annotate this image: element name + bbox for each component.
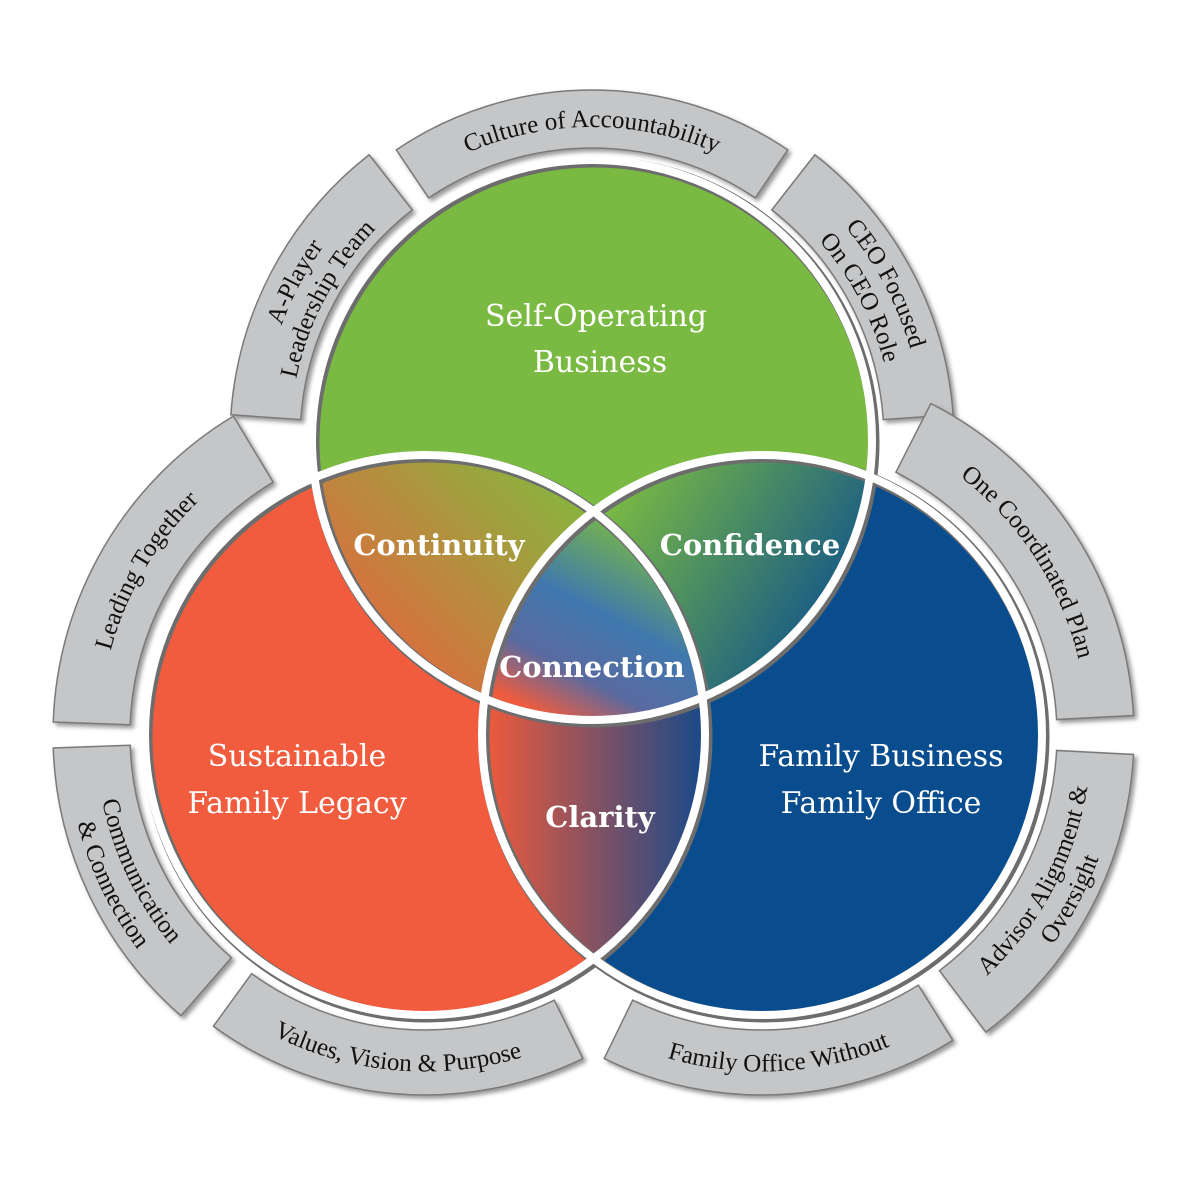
outline-business [308, 156, 876, 724]
office-label-line2: Family Office [781, 786, 982, 821]
business-label-line2: Business [533, 345, 667, 380]
ring-segment-shape [230, 153, 414, 421]
ring-segment: Values, Vision & Purpose [212, 972, 584, 1096]
ring-segment-shape [938, 749, 1135, 1034]
legacy-label-line2: Family Legacy [187, 786, 406, 821]
outline-legacy [141, 451, 709, 1019]
clarity-label: Clarity [545, 800, 656, 834]
ring-segment: Family Office Without [603, 984, 954, 1096]
ring-segment-shape [395, 89, 789, 199]
ring-segment-shape [212, 972, 584, 1096]
ring-segment-shape [894, 402, 1135, 721]
continuity-label: Continuity [353, 528, 526, 562]
overlap-connection-region [482, 455, 705, 720]
legacy-label-line1: Sustainable [208, 739, 387, 774]
labels: Self-Operating Business Sustainable Fami… [187, 299, 1003, 834]
connection-label: Connection [499, 650, 685, 684]
ring-segment: Communication& Connection [52, 744, 233, 1017]
business-label-line1: Self-Operating [485, 299, 707, 334]
circles [145, 160, 1042, 1015]
outline-office [478, 451, 1046, 1019]
ring-segment-shape [52, 415, 275, 726]
office-label-line1: Family Business [758, 739, 1003, 774]
circle-outlines [141, 156, 1050, 1023]
ring-segment-shape [52, 744, 233, 1017]
confidence-label: Confidence [660, 528, 841, 562]
ring-segment-shape [603, 984, 954, 1096]
ring-segment-shape [770, 153, 954, 421]
